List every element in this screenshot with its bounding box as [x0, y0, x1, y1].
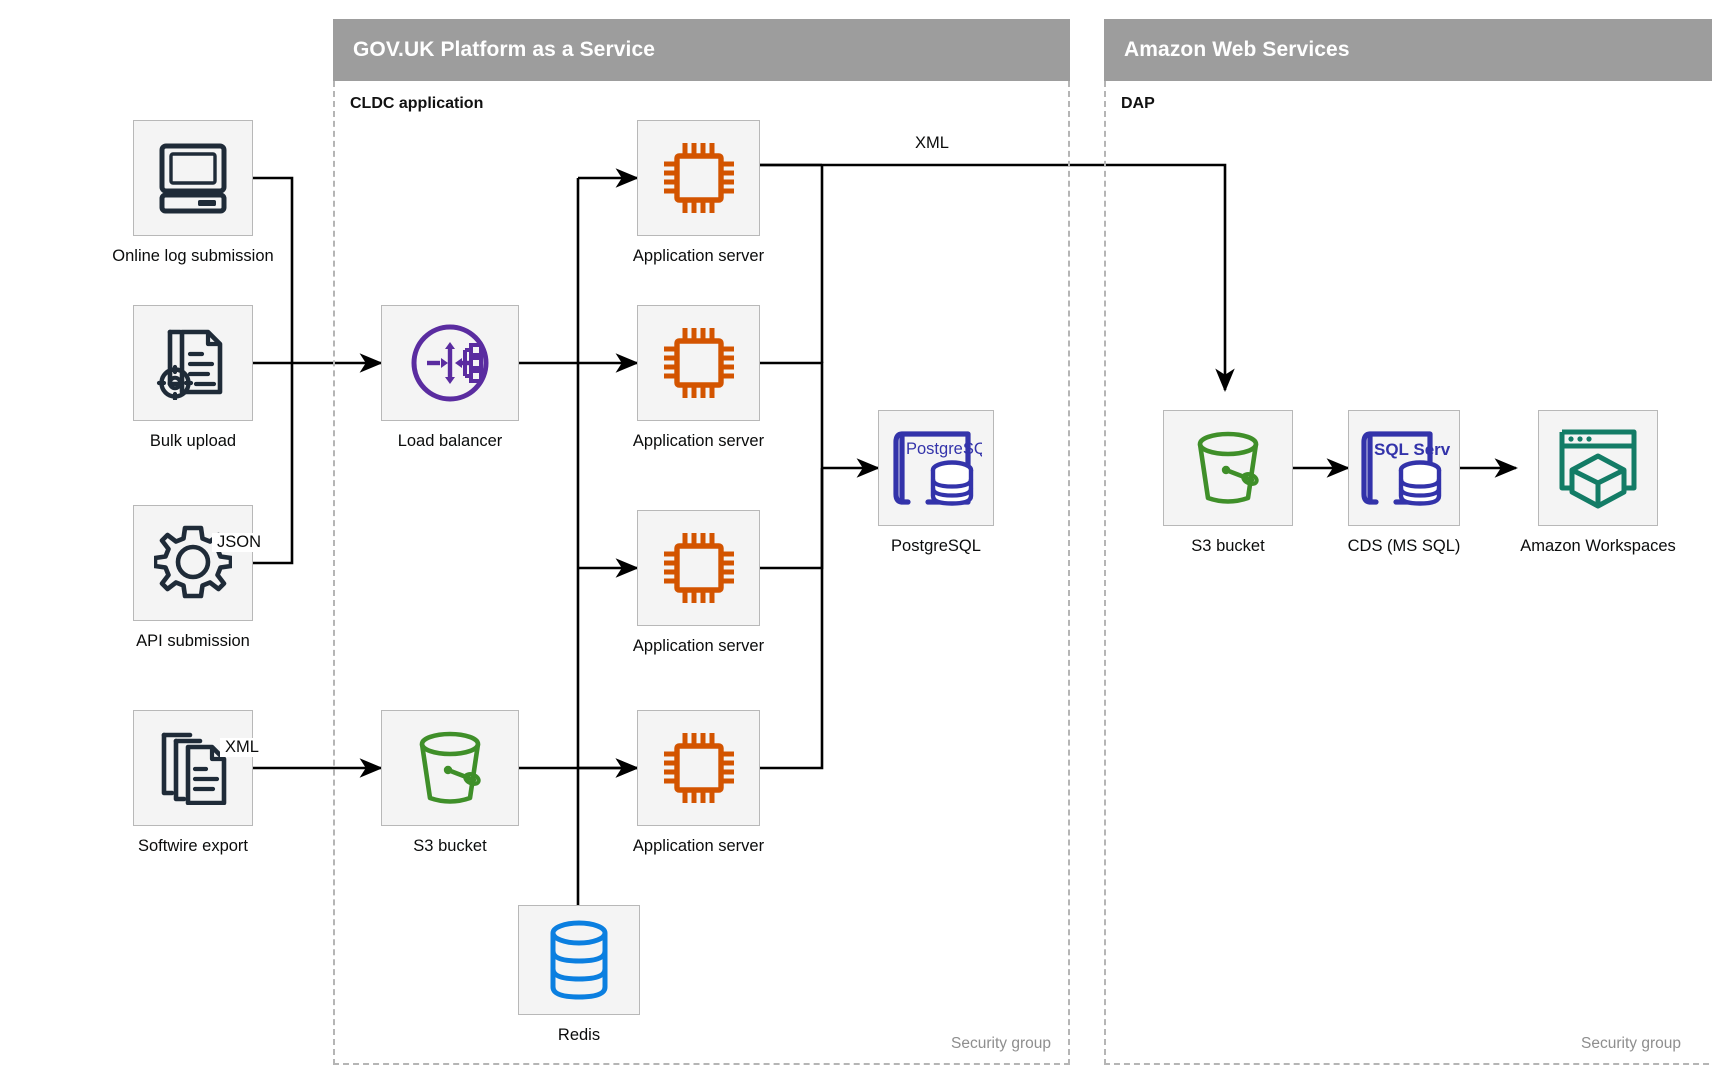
api-submission-label: API submission [136, 632, 250, 650]
postgresql-icon: PostgreSQL [893, 431, 982, 506]
softwire-export-label: Softwire export [137, 837, 249, 855]
govuk-zone-header: GOV.UK Platform as a Service [333, 19, 1070, 81]
postgresql-badge-text: PostgreSQL [906, 440, 982, 458]
api-submission-tile[interactable] [133, 505, 253, 621]
edge-label-json: JSON [212, 533, 267, 552]
load-balancer-label: Load balancer [397, 432, 503, 450]
node-softwire-export[interactable]: Softwire export [75, 710, 311, 856]
aws-security-group-label: Security group [1581, 1035, 1681, 1052]
application-server-2-tile[interactable] [637, 305, 760, 421]
redis-database-icon [550, 920, 608, 1000]
node-cds-ms-sql[interactable]: SQL Server CDS (MS SQL) [1348, 410, 1460, 556]
s3-bucket-icon [1197, 431, 1259, 504]
amazon-workspaces-label: Amazon Workspaces [1520, 537, 1676, 555]
s3-bucket-paas-label: S3 bucket [413, 837, 487, 855]
database-cylinder-icon [1398, 460, 1442, 506]
postgresql-label: PostgreSQL [891, 537, 981, 555]
s3-bucket-paas-tile[interactable] [381, 710, 519, 826]
redis-tile[interactable] [518, 905, 640, 1015]
sql-server-badge-text: SQL Server [1374, 440, 1450, 459]
gear-badge [156, 364, 194, 400]
cds-ms-sql-label: CDS (MS SQL) [1347, 537, 1461, 555]
online-log-submission-tile[interactable] [133, 120, 253, 236]
s3-bucket-aws-tile[interactable] [1163, 410, 1293, 526]
application-server-4-tile[interactable] [637, 710, 760, 826]
node-application-server-3[interactable]: Application server [633, 510, 764, 656]
node-postgresql[interactable]: PostgreSQL PostgreSQL [878, 410, 994, 556]
postgresql-tile[interactable]: PostgreSQL [878, 410, 994, 526]
cds-ms-sql-tile[interactable]: SQL Server [1348, 410, 1460, 526]
cpu-chip-icon [663, 143, 734, 213]
aws-zone-subtitle: DAP [1121, 95, 1155, 112]
node-online-log-submission[interactable]: Online log submission [75, 120, 311, 266]
load-balancer-icon [411, 324, 489, 402]
online-log-submission-label: Online log submission [112, 247, 274, 265]
aws-zone-header: Amazon Web Services [1104, 19, 1712, 81]
node-redis[interactable]: Redis [518, 905, 640, 1045]
application-server-4-label: Application server [632, 837, 765, 855]
s3-bucket-icon [419, 731, 481, 804]
application-server-3-label: Application server [632, 637, 765, 655]
node-s3-bucket-paas[interactable]: S3 bucket [381, 710, 519, 856]
application-server-3-tile[interactable] [637, 510, 760, 626]
node-load-balancer[interactable]: Load balancer [381, 305, 519, 451]
govuk-security-group-box [333, 81, 1070, 1065]
aws-zone-title: Amazon Web Services [1124, 38, 1350, 61]
redis-label: Redis [557, 1026, 601, 1044]
s3-bucket-aws-label: S3 bucket [1191, 537, 1265, 555]
node-s3-bucket-aws[interactable]: S3 bucket [1163, 410, 1293, 556]
node-bulk-upload[interactable]: Bulk upload [75, 305, 311, 451]
govuk-zone-subtitle: CLDC application [350, 95, 484, 112]
govuk-zone-title: GOV.UK Platform as a Service [353, 38, 655, 61]
softwire-export-tile[interactable] [133, 710, 253, 826]
node-application-server-4[interactable]: Application server [633, 710, 764, 856]
bulk-upload-tile[interactable] [133, 305, 253, 421]
edge-app4-to-collector [760, 468, 824, 770]
amazon-workspaces-icon [1559, 429, 1637, 509]
bulk-upload-label: Bulk upload [149, 432, 237, 450]
load-balancer-tile[interactable] [381, 305, 519, 421]
application-server-1-tile[interactable] [637, 120, 760, 236]
application-server-1-label: Application server [632, 247, 765, 265]
govuk-security-group-label: Security group [951, 1035, 1051, 1052]
node-application-server-1[interactable]: Application server [633, 120, 764, 266]
cpu-chip-icon [663, 733, 734, 803]
edge-label-xml-to-aws: XML [910, 134, 954, 153]
amazon-workspaces-tile[interactable] [1538, 410, 1658, 526]
aws-security-group-box [1104, 81, 1712, 1065]
edge-label-xml-softwire: XML [220, 738, 264, 757]
application-server-2-label: Application server [632, 432, 765, 450]
cpu-chip-icon [663, 328, 734, 398]
edges [193, 163, 1518, 905]
edge-app1-xml-to-s3 [760, 163, 1235, 392]
node-api-submission[interactable]: API submission [75, 505, 311, 651]
database-cylinder-icon [930, 460, 974, 506]
node-amazon-workspaces[interactable]: Amazon Workspaces [1516, 410, 1680, 556]
document-gear-icon [156, 329, 223, 400]
cpu-chip-icon [663, 533, 734, 603]
document-stack-icon [161, 732, 227, 805]
node-application-server-2[interactable]: Application server [633, 305, 764, 451]
desktop-computer-icon [159, 143, 227, 214]
sql-server-icon: SQL Server [1361, 431, 1450, 506]
